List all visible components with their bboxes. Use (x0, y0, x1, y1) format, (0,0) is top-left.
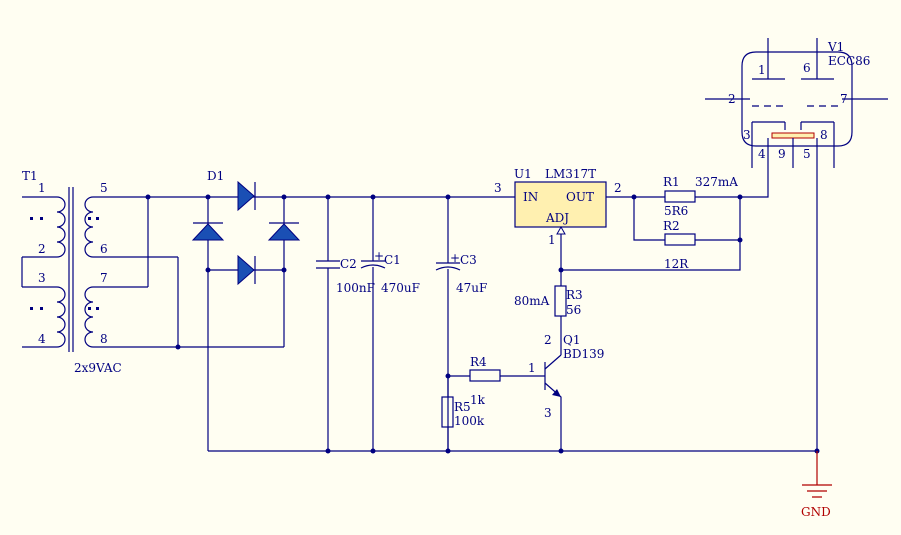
resistor-r3: R3 56 80mA (514, 270, 583, 355)
t1-pin-5: 5 (100, 181, 108, 195)
capacitor-c3: + C3 47uF (435, 197, 487, 451)
u1-pin-adj: 1 (548, 233, 556, 247)
v1-pin-6: 6 (803, 61, 811, 75)
c3-value: 47uF (456, 281, 487, 295)
t1-value: 2x9VAC (74, 361, 122, 375)
t1-pin-6: 6 (100, 242, 108, 256)
output-wiring (558, 150, 769, 273)
d1-ref: D1 (207, 169, 224, 183)
r1-note: 327mA (695, 175, 738, 189)
v1-part: ECC86 (828, 54, 870, 68)
capacitor-c2: C2 100nF (316, 197, 375, 451)
v1-ref: V1 (827, 40, 844, 54)
u1-part: LM317T (545, 167, 596, 181)
v1-pin-3: 3 (743, 128, 751, 142)
tube-v1: V1 ECC86 1 2 3 4 5 6 7 8 9 (705, 38, 888, 451)
resistor-r2: R2 12R (633, 197, 740, 271)
v1-pin-8: 8 (820, 128, 828, 142)
r2-value: 12R (664, 257, 689, 271)
r1-value: 5R6 (664, 204, 688, 218)
ground-label: GND (801, 505, 831, 519)
v1-pin-7: 7 (840, 92, 848, 106)
resistor-r1: R1 327mA 5R6 (663, 175, 740, 218)
u1-ref: U1 (514, 167, 532, 181)
t1-pin-2: 2 (38, 242, 46, 256)
c1-plus: + (374, 249, 384, 263)
v1-pin-9: 9 (778, 147, 786, 161)
t1-ref: T1 (22, 169, 38, 183)
t1-pin-7: 7 (100, 271, 108, 285)
power-rails (208, 194, 820, 454)
u1-out-label: OUT (566, 190, 594, 204)
v1-pin-1: 1 (758, 63, 766, 77)
q1-part: BD139 (563, 347, 604, 361)
u1-pin-out: 2 (614, 181, 622, 195)
r4-ref: R4 (470, 355, 487, 369)
r3-ref: R3 (566, 288, 583, 302)
u1-adj-label: ADJ (545, 211, 569, 225)
c1-value: 470uF (381, 281, 420, 295)
r5-ref: R5 (454, 400, 471, 414)
r5-value: 100k (454, 414, 485, 428)
c2-value: 100nF (336, 281, 375, 295)
transistor-q1: Q1 BD139 2 1 3 (500, 333, 604, 451)
c2-ref: C2 (340, 257, 357, 271)
t1-pin-3: 3 (38, 271, 46, 285)
transformer-t1: T1 2x9VAC 1 2 3 4 5 6 7 8 (21, 169, 178, 375)
r3-note: 80mA (514, 294, 550, 308)
c1-ref: C1 (384, 253, 401, 267)
resistor-r5: R5 100k (441, 376, 485, 451)
t1-pin-8: 8 (100, 332, 108, 346)
v1-pin-4: 4 (758, 147, 766, 161)
q1-pin-b: 1 (528, 361, 536, 375)
ground-symbol: GND (801, 451, 832, 519)
t1-pin-1: 1 (38, 181, 46, 195)
secondary-wiring (145, 194, 284, 350)
q1-pin-e: 3 (544, 406, 552, 420)
r3-value: 56 (566, 303, 581, 317)
c3-plus: + (450, 251, 460, 265)
v1-pin-5: 5 (803, 147, 811, 161)
c3-ref: C3 (460, 253, 477, 267)
t1-pin-4: 4 (38, 332, 46, 346)
r4-value: 1k (470, 393, 486, 407)
capacitor-c1: + C1 470uF (360, 197, 420, 451)
q1-ref: Q1 (563, 333, 580, 347)
v1-pin-2: 2 (728, 92, 736, 106)
resistor-r4: R4 1k (445, 355, 501, 407)
r1-ref: R1 (663, 175, 680, 189)
bridge-rectifier-d1: D1 (191, 169, 301, 451)
r2-ref: R2 (663, 219, 680, 233)
u1-in-label: IN (523, 190, 538, 204)
q1-pin-c: 2 (544, 333, 552, 347)
regulator-u1: U1 LM317T IN OUT ADJ 3 2 1 (494, 167, 665, 270)
u1-pin-in: 3 (494, 181, 502, 195)
